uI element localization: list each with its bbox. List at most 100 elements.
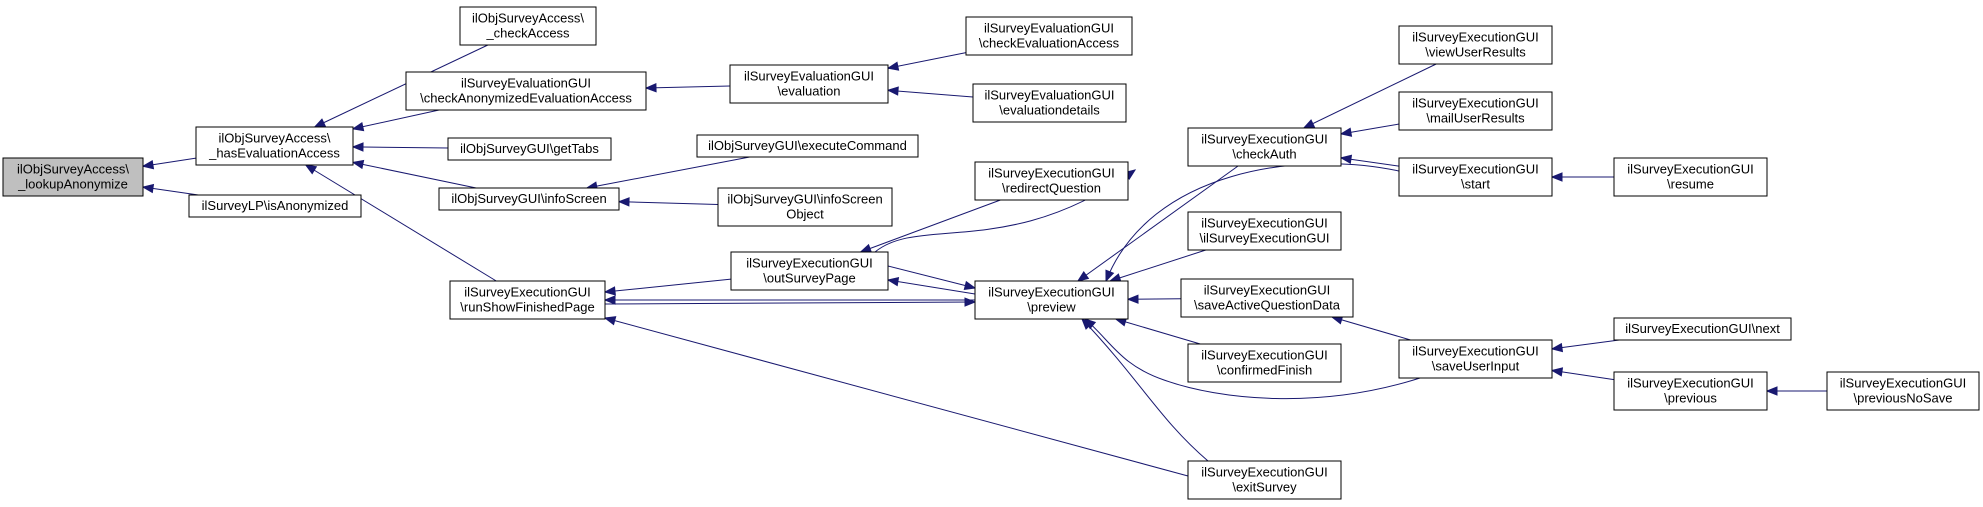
node-redirectQuestion[interactable]: ilSurveyExecutionGUI\redirectQuestion [974, 161, 1129, 201]
edge-exitSurvey-to-runShowFinishedPage [604, 317, 1189, 477]
node-label-evaluationdetails-line-1: \evaluationdetails [999, 103, 1100, 118]
node-box-start [1398, 157, 1553, 197]
arrowhead-checkEvaluationAccess-to-evaluation [886, 61, 900, 71]
node-label-checkAuth-line-1: \checkAuth [1232, 147, 1296, 162]
node-box-infoScreen [438, 187, 620, 211]
node-mailUserResults[interactable]: ilSurveyExecutionGUI\mailUserResults [1398, 91, 1553, 131]
node-runShowFinishedPage[interactable]: ilSurveyExecutionGUI\runShowFinishedPage [449, 280, 606, 320]
edge-checkEvaluationAccess-to-evaluation [887, 52, 967, 69]
arrowhead-exitSurvey-to-runShowFinishedPage [603, 316, 617, 326]
node-evaluation[interactable]: ilSurveyEvaluationGUI\evaluation [729, 64, 889, 104]
node-box-saveUserInput [1398, 339, 1553, 379]
edge-saveUserInput-to-saveActiveQuestionData [1331, 316, 1411, 341]
arrowhead-hasEvaluationAccess-to-lookupAnonymize [141, 159, 155, 170]
edge-checkAccess-to-hasEvaluationAccess [314, 44, 489, 128]
node-getTabs[interactable]: ilObjSurveyGUI\getTabs [447, 137, 612, 161]
node-executeCommand[interactable]: ilObjSurveyGUI\executeCommand [696, 134, 919, 158]
node-saveUserInput[interactable]: ilSurveyExecutionGUI\saveUserInput [1398, 339, 1553, 379]
node-viewUserResults[interactable]: ilSurveyExecutionGUI\viewUserResults [1398, 25, 1553, 65]
node-label-evaluation-line-1: \evaluation [778, 84, 841, 99]
node-box-ctor [1187, 211, 1342, 251]
edge-preview-to-outSurveyPage [887, 279, 976, 295]
node-exitSurvey[interactable]: ilSurveyExecutionGUI\exitSurvey [1187, 460, 1342, 500]
edge-checkAnonEval-to-hasEvaluationAccess [352, 109, 440, 130]
node-label-confirmedFinish-line-1: \confirmedFinish [1217, 363, 1312, 378]
node-label-checkAnonEval-line-0: ilSurveyEvaluationGUI [461, 76, 591, 91]
edge-saveUserInput-to-preview [1084, 318, 1421, 400]
node-label-outSurveyPage-line-1: \outSurveyPage [763, 271, 856, 286]
node-box-checkAnonEval [405, 71, 647, 111]
node-saveActiveQuestionData[interactable]: ilSurveyExecutionGUI\saveActiveQuestionD… [1180, 278, 1354, 318]
node-box-runShowFinishedPage [449, 280, 606, 320]
node-label-checkAccess-line-0: ilObjSurveyAccess\ [472, 11, 584, 26]
edge-redirectQuestion-to-outSurveyPage [860, 199, 1001, 253]
node-isAnonymized[interactable]: ilSurveyLP\isAnonymized [188, 194, 362, 218]
node-infoScreen[interactable]: ilObjSurveyGUI\infoScreen [438, 187, 620, 211]
node-start[interactable]: ilSurveyExecutionGUI\start [1398, 157, 1553, 197]
edge-runShowFinishedPage-to-hasEvaluationAccess [305, 164, 497, 282]
node-ctor[interactable]: ilSurveyExecutionGUI\ilSurveyExecutionGU… [1187, 211, 1342, 251]
node-checkAuth[interactable]: ilSurveyExecutionGUI\checkAuth [1187, 127, 1342, 167]
node-box-evaluation [729, 64, 889, 104]
node-box-resume [1613, 157, 1768, 197]
node-lookupAnonymize[interactable]: ilObjSurveyAccess\_lookupAnonymize [2, 157, 144, 197]
node-checkEvaluationAccess[interactable]: ilSurveyEvaluationGUI\checkEvaluationAcc… [965, 16, 1133, 56]
node-label-saveUserInput-line-0: ilSurveyExecutionGUI [1412, 344, 1538, 359]
node-outSurveyPage[interactable]: ilSurveyExecutionGUI\outSurveyPage [730, 251, 889, 291]
arrowhead-getTabs-to-hasEvaluationAccess [351, 142, 364, 152]
node-label-lookupAnonymize-line-1: _lookupAnonymize [17, 177, 128, 192]
node-label-infoScreenObject-line-1: Object [786, 207, 824, 222]
node-label-infoScreenObject-line-0: ilObjSurveyGUI\infoScreen [727, 192, 882, 207]
node-label-saveActiveQuestionData-line-0: ilSurveyExecutionGUI [1204, 283, 1330, 298]
node-label-evaluation-line-0: ilSurveyEvaluationGUI [744, 69, 874, 84]
node-label-viewUserResults-line-0: ilSurveyExecutionGUI [1412, 30, 1538, 45]
edge-next-to-saveUserInput [1551, 339, 1620, 350]
arrowhead-infoScreenObject-to-infoScreen [617, 197, 630, 207]
node-label-hasEvaluationAccess-line-0: ilObjSurveyAccess\ [219, 131, 331, 146]
arrowhead-runShowFinishedPage-to-hasEvaluationAccess [304, 164, 318, 175]
node-label-isAnonymized-line-0: ilSurveyLP\isAnonymized [202, 198, 349, 213]
node-hasEvaluationAccess[interactable]: ilObjSurveyAccess\_hasEvaluationAccess [195, 126, 354, 166]
node-box-getTabs [447, 137, 612, 161]
node-box-mailUserResults [1398, 91, 1553, 131]
node-label-lookupAnonymize-line-0: ilObjSurveyAccess\ [17, 162, 129, 177]
node-label-getTabs-line-0: ilObjSurveyGUI\getTabs [460, 141, 599, 156]
edge-start-to-preview [1105, 163, 1400, 282]
node-confirmedFinish[interactable]: ilSurveyExecutionGUI\confirmedFinish [1187, 343, 1342, 383]
node-label-start-line-0: ilSurveyExecutionGUI [1412, 162, 1538, 177]
node-resume[interactable]: ilSurveyExecutionGUI\resume [1613, 157, 1768, 197]
edge-exitSurvey-to-preview [1081, 318, 1209, 462]
node-previousNoSave[interactable]: ilSurveyExecutionGUI\previousNoSave [1826, 371, 1980, 411]
node-evaluationdetails[interactable]: ilSurveyEvaluationGUI\evaluationdetails [972, 83, 1127, 123]
node-label-viewUserResults-line-1: \viewUserResults [1425, 45, 1526, 60]
node-label-resume-line-1: \resume [1667, 177, 1714, 192]
edge-runShowFinishedPage-to-preview [604, 301, 976, 305]
node-box-checkAccess [459, 6, 597, 46]
arrowhead-previousNoSave-to-previous [1765, 386, 1778, 396]
edge-confirmedFinish-to-preview [1115, 318, 1201, 345]
arrowhead-infoScreen-to-hasEvaluationAccess [351, 159, 365, 170]
node-label-redirectQuestion-line-1: \redirectQuestion [1002, 181, 1101, 196]
node-checkAnonEval[interactable]: ilSurveyEvaluationGUI\checkAnonymizedEva… [405, 71, 647, 111]
arrowhead-start-to-checkAuth [1339, 154, 1353, 165]
node-box-viewUserResults [1398, 25, 1553, 65]
node-label-checkAuth-line-0: ilSurveyExecutionGUI [1201, 132, 1327, 147]
node-next[interactable]: ilSurveyExecutionGUI\next [1613, 317, 1792, 341]
node-preview[interactable]: ilSurveyExecutionGUI\preview [974, 280, 1129, 320]
edge-infoScreenObject-to-infoScreen [618, 201, 719, 205]
node-checkAccess[interactable]: ilObjSurveyAccess\_checkAccess [459, 6, 597, 46]
edge-outSurveyPage-to-runShowFinishedPage [604, 278, 732, 293]
node-label-runShowFinishedPage-line-0: ilSurveyExecutionGUI [464, 285, 590, 300]
node-previous[interactable]: ilSurveyExecutionGUI\previous [1613, 371, 1768, 411]
arrowhead-checkAccess-to-hasEvaluationAccess [313, 118, 327, 128]
node-label-saveActiveQuestionData-line-1: \saveActiveQuestionData [1194, 298, 1341, 313]
node-label-previousNoSave-line-1: \previousNoSave [1854, 391, 1953, 406]
node-box-confirmedFinish [1187, 343, 1342, 383]
node-label-start-line-1: \start [1461, 177, 1490, 192]
node-label-saveUserInput-line-1: \saveUserInput [1432, 359, 1520, 374]
node-label-hasEvaluationAccess-line-1: _hasEvaluationAccess [208, 146, 340, 161]
node-box-saveActiveQuestionData [1180, 278, 1354, 318]
node-label-preview-line-0: ilSurveyExecutionGUI [988, 285, 1114, 300]
node-box-evaluationdetails [972, 83, 1127, 123]
